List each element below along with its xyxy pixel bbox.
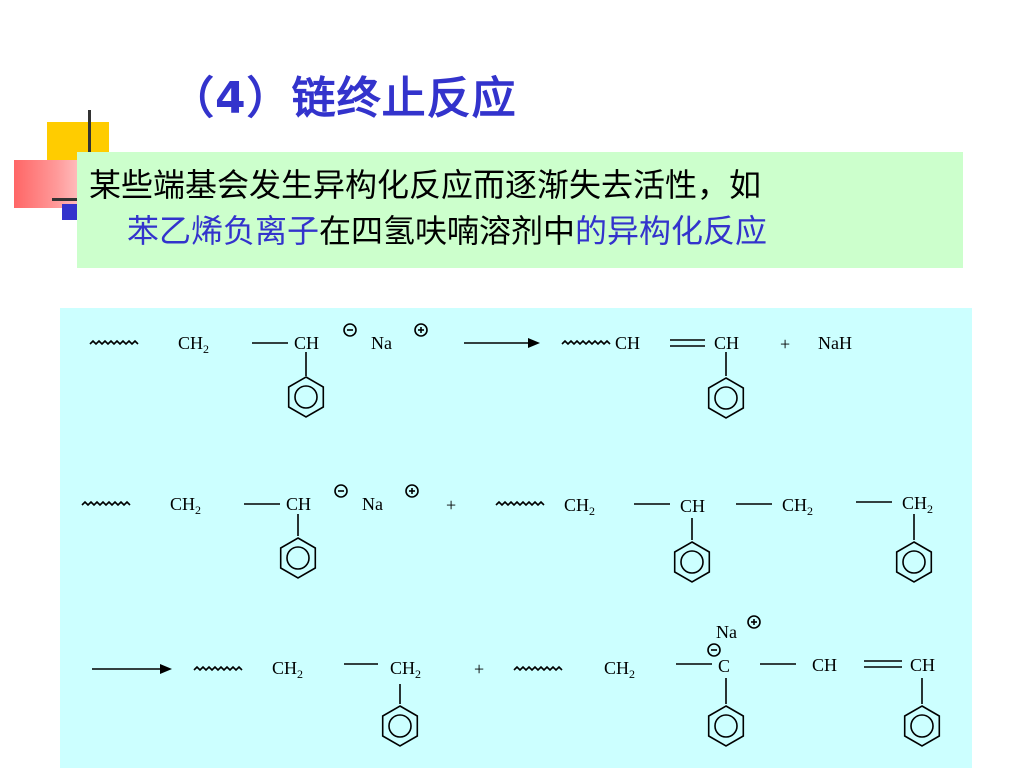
benzene-ring-icon bbox=[707, 705, 745, 747]
polymer-chain-icon bbox=[561, 340, 611, 345]
positive-charge-icon bbox=[405, 484, 419, 498]
deco-horizontal-line bbox=[52, 198, 92, 201]
reaction-panel: CH2 CH Na CH CH + NaH CH2 CH Na + bbox=[60, 308, 972, 768]
highlight-styrene-anion: 苯乙烯负离子 bbox=[127, 212, 320, 250]
na-label: Na bbox=[716, 622, 737, 642]
description-line-1: 某些端基会发生异构化反应而逐渐失去活性，如 bbox=[89, 166, 762, 204]
benzene-ring-icon bbox=[279, 537, 317, 579]
ch-label: CH bbox=[910, 655, 935, 675]
reaction-2: CH2 CH Na + CH2 CH CH2 CH2 bbox=[81, 484, 933, 583]
polymer-chain-icon bbox=[193, 666, 243, 671]
reaction-1: CH2 CH Na CH CH + NaH bbox=[89, 323, 852, 419]
polymer-chain-icon bbox=[89, 340, 139, 345]
ch2-label: CH2 bbox=[390, 658, 421, 681]
reaction-scheme: CH2 CH Na CH CH + NaH CH2 CH Na + bbox=[81, 323, 941, 747]
reaction-arrow-icon bbox=[528, 338, 540, 348]
ch-label: CH bbox=[812, 655, 837, 675]
plus-sign: + bbox=[446, 495, 456, 515]
polymer-chain-icon bbox=[513, 666, 563, 671]
ch2-label: CH2 bbox=[178, 333, 209, 356]
carbanion-label: C bbox=[718, 656, 730, 676]
positive-charge-icon bbox=[414, 323, 428, 337]
polymer-chain-icon bbox=[81, 501, 131, 506]
description-solvent-text: 在四氢呋喃溶剂中 bbox=[319, 212, 576, 250]
ch-label: CH bbox=[615, 333, 640, 353]
na-label: Na bbox=[362, 494, 383, 514]
ch-label: CH bbox=[714, 333, 739, 353]
plus-sign: + bbox=[780, 334, 790, 354]
ch2-label: CH2 bbox=[902, 493, 933, 516]
highlight-isomerization: 的异构化反应 bbox=[575, 212, 768, 250]
negative-charge-icon bbox=[343, 323, 357, 337]
reaction-arrow-icon bbox=[160, 664, 172, 674]
description-line-2: 苯乙烯负离子在四氢呋喃溶剂中的异构化反应 bbox=[89, 208, 951, 254]
benzene-ring-icon bbox=[903, 705, 941, 747]
ch2-label: CH2 bbox=[604, 658, 635, 681]
benzene-ring-icon bbox=[381, 705, 419, 747]
benzene-ring-icon bbox=[895, 541, 933, 583]
nah-label: NaH bbox=[818, 333, 852, 353]
positive-charge-icon bbox=[747, 615, 761, 629]
deco-blue-square bbox=[62, 204, 80, 220]
benzene-ring-icon bbox=[707, 377, 745, 419]
na-label: Na bbox=[371, 333, 392, 353]
ch2-label: CH2 bbox=[272, 658, 303, 681]
negative-charge-icon bbox=[707, 643, 721, 657]
ch-label: CH bbox=[680, 496, 705, 516]
negative-charge-icon bbox=[334, 484, 348, 498]
ch2-label: CH2 bbox=[170, 494, 201, 517]
description-box: 某些端基会发生异构化反应而逐渐失去活性，如 苯乙烯负离子在四氢呋喃溶剂中的异构化… bbox=[77, 152, 963, 268]
plus-sign: + bbox=[474, 659, 484, 679]
polymer-chain-icon bbox=[495, 501, 545, 506]
benzene-ring-icon bbox=[287, 376, 325, 418]
ch2-label: CH2 bbox=[782, 495, 813, 518]
reaction-3: CH2 CH2 + CH2 C Na CH CH bbox=[92, 615, 941, 747]
ch-label: CH bbox=[286, 494, 311, 514]
ch2-label: CH2 bbox=[564, 495, 595, 518]
slide-title: （4）链终止反应 bbox=[170, 73, 517, 124]
ch-label: CH bbox=[294, 333, 319, 353]
benzene-ring-icon bbox=[673, 541, 711, 583]
